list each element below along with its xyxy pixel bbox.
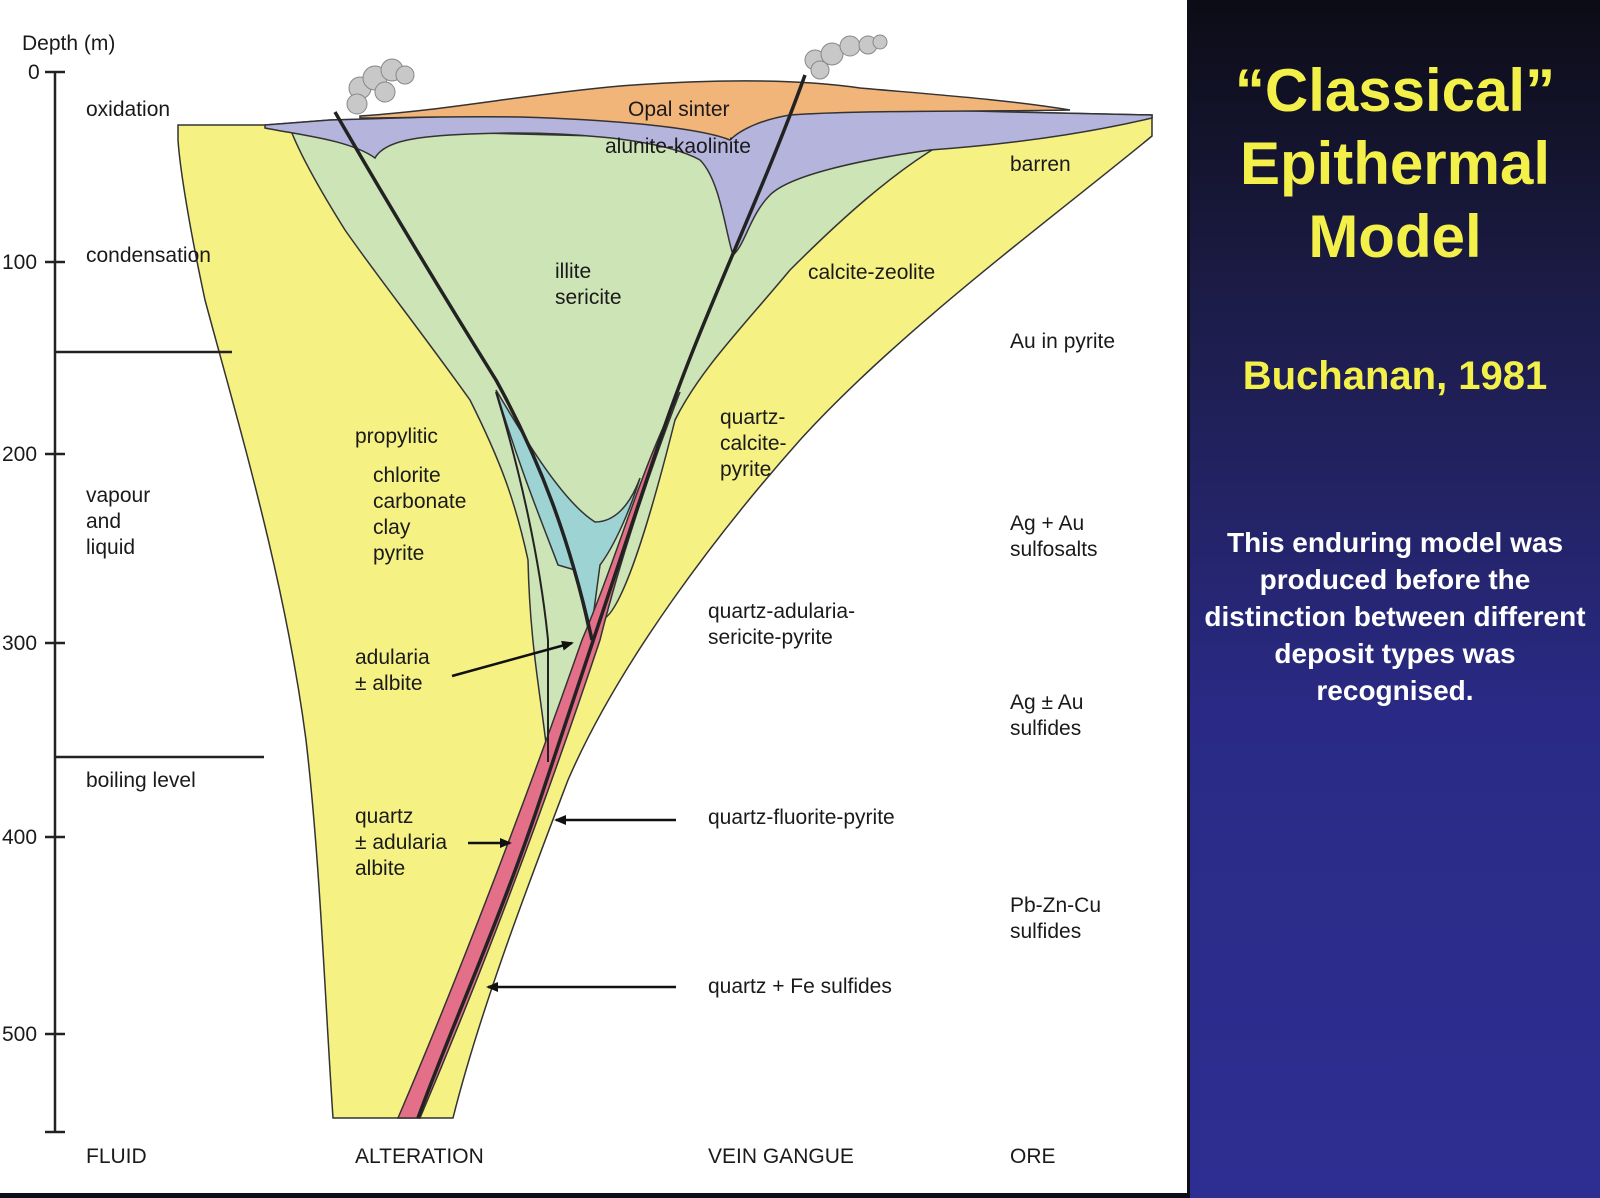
label-quartz: quartz: [355, 805, 413, 828]
label-quartz-adularia: quartz-adularia-: [708, 600, 855, 623]
tick-0: 0: [28, 61, 40, 84]
label-illite: illite: [555, 260, 591, 283]
fumarole-cloud-right: [804, 34, 888, 80]
label-quartz-fluorite-pyrite: quartz-fluorite-pyrite: [708, 806, 895, 829]
column-vein-gangue: VEIN GANGUE: [708, 1145, 854, 1168]
label-adularia: adularia: [355, 646, 430, 669]
label-pm-adularia: ± adularia: [355, 831, 447, 854]
author-citation: Buchanan, 1981: [1242, 354, 1548, 398]
tick-100: 100: [2, 251, 37, 274]
alunite-kaolinite-zone: [264, 107, 1153, 257]
tick-500: 500: [2, 1023, 37, 1046]
vein: [396, 391, 681, 1119]
label-boiling-level: boiling level: [86, 769, 196, 792]
label-quartz-dash: quartz-: [720, 406, 785, 429]
tick-300: 300: [2, 632, 37, 655]
label-sericite-pyrite: sericite-pyrite: [708, 626, 833, 649]
arrow-adularia: [451, 640, 574, 678]
label-propylitic: propylitic: [355, 425, 438, 448]
label-calcite-zeolite: calcite-zeolite: [808, 261, 935, 284]
label-clay: clay: [373, 516, 411, 539]
label-alunite-kaolinite: alunite-kaolinite: [605, 135, 751, 158]
label-and: and: [86, 510, 121, 533]
label-sulfosalts: sulfosalts: [1010, 538, 1098, 561]
label-albite-2: albite: [355, 857, 405, 880]
opal-sinter-zone: [359, 80, 1071, 141]
label-sericite: sericite: [555, 286, 622, 309]
diagram-panel: Depth (m) 0 100 200 300 400 500 oxidatio…: [0, 0, 1187, 1193]
tick-200: 200: [2, 443, 37, 466]
tick-400: 400: [2, 826, 37, 849]
propylitic-zone: [177, 107, 1153, 1119]
label-carbonate: carbonate: [373, 490, 466, 513]
fumarole-cloud-left: [346, 58, 415, 115]
label-albite: ± albite: [355, 672, 423, 695]
label-ag-au: Ag + Au: [1010, 512, 1084, 535]
main-title: “Classical” Epithermal Model: [1234, 57, 1556, 270]
label-chlorite: chlorite: [373, 464, 441, 487]
inner-fault: [495, 391, 549, 762]
label-pb-zn-cu: Pb-Zn-Cu: [1010, 894, 1101, 917]
fault-right: [416, 74, 807, 1119]
description-note: This enduring model was produced before …: [1204, 527, 1586, 706]
label-vapour: vapour: [86, 484, 150, 507]
label-pyrite-vein: pyrite: [720, 458, 771, 481]
label-opal-sinter: Opal sinter: [628, 98, 730, 121]
label-quartz-fe-sulfides: quartz + Fe sulfides: [708, 975, 892, 998]
label-sulfides-1: sulfides: [1010, 717, 1081, 740]
column-fluid: FLUID: [86, 1145, 147, 1168]
label-liquid: liquid: [86, 536, 135, 559]
label-au-in-pyrite: Au in pyrite: [1010, 330, 1115, 353]
axis-title: Depth (m): [22, 32, 115, 55]
fault-left: [333, 111, 594, 641]
label-ag-pm-au: Ag ± Au: [1010, 691, 1083, 714]
label-sulfides-2: sulfides: [1010, 920, 1081, 943]
label-barren: barren: [1010, 153, 1071, 176]
side-panel: “Classical” Epithermal Model Buchanan, 1…: [1190, 0, 1600, 1198]
axis-ticks: [45, 70, 65, 1134]
epithermal-cross-section: Depth (m) 0 100 200 300 400 500 oxidatio…: [2, 32, 1153, 1168]
label-pyrite: pyrite: [373, 542, 424, 565]
column-ore: ORE: [1010, 1145, 1056, 1168]
column-alteration: ALTERATION: [355, 1145, 484, 1168]
illite-sericite-zone: [288, 127, 943, 763]
label-calcite-dash: calcite-: [720, 432, 787, 455]
label-condensation: condensation: [86, 244, 211, 267]
label-oxidation: oxidation: [86, 98, 170, 121]
